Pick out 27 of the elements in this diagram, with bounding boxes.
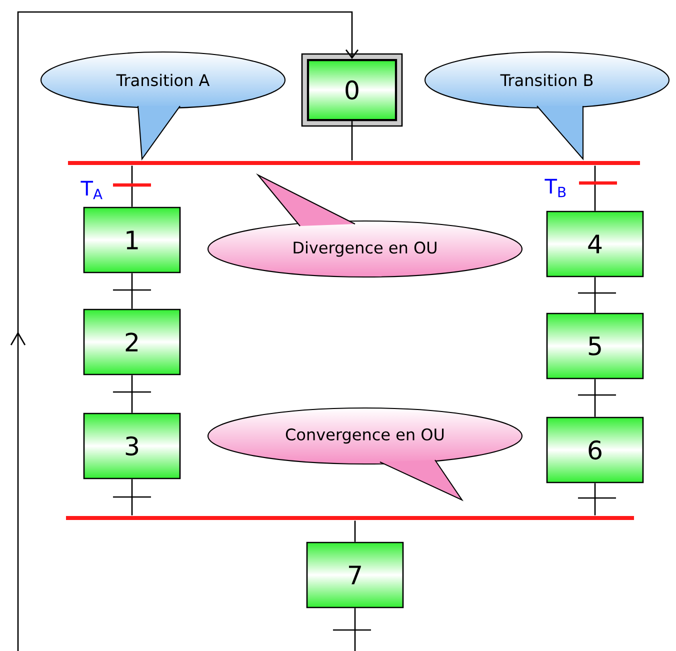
link-line (594, 379, 596, 417)
transition-label: T$_{A}$ (80, 180, 102, 200)
link-line (131, 166, 133, 207)
loop-arrow (10, 11, 359, 651)
step-box: 2 (83, 308, 181, 376)
speech-bubble: Transition B (424, 51, 670, 160)
link-line (351, 121, 353, 160)
synchronization-bar (68, 161, 640, 165)
link-line (594, 277, 596, 313)
step-box: 7 (306, 542, 404, 608)
speech-bubble: Transition A (40, 51, 286, 160)
speech-bubble: Convergence en OU (207, 407, 523, 502)
step-box: 4 (546, 210, 644, 278)
speech-bubble: Divergence en OU (207, 173, 523, 278)
step-box: 1 (83, 206, 181, 274)
link-line (354, 520, 356, 542)
step-box: 3 (83, 412, 181, 480)
link-line (594, 166, 596, 211)
step-box: 5 (546, 312, 644, 380)
step-box: 6 (546, 416, 644, 484)
synchronization-bar (66, 516, 634, 520)
transition-label: T$_{B}$ (544, 178, 566, 198)
link-line (594, 483, 596, 516)
link-line (131, 273, 133, 309)
initial-step-box: 0 (301, 53, 403, 127)
link-line (131, 375, 133, 413)
link-line (131, 479, 133, 516)
